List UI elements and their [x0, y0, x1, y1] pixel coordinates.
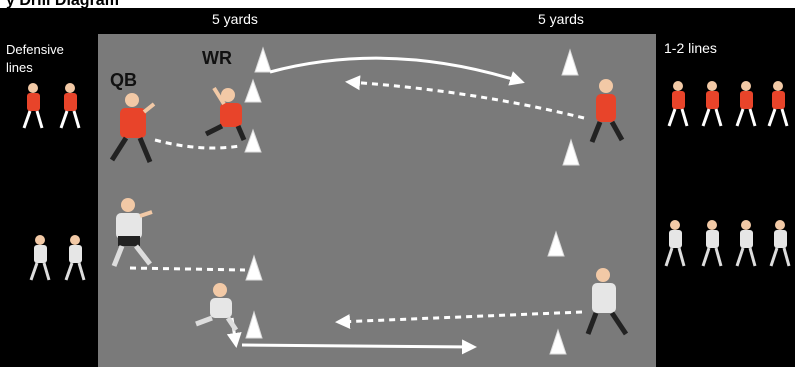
wr-label: WR — [202, 48, 232, 68]
return-arrow-bottom — [335, 310, 583, 330]
defender-red-right — [589, 79, 625, 143]
right-white-players — [664, 220, 791, 267]
pass-line-top — [154, 138, 241, 150]
cone-5 — [562, 138, 580, 166]
route-arc-arrow — [269, 56, 525, 86]
left-red-players — [22, 83, 81, 129]
cone-1 — [254, 46, 272, 73]
top-band — [98, 8, 656, 34]
wr-white-player — [195, 283, 239, 332]
yards-label-left: 5 yards — [212, 11, 258, 27]
yards-label-right: 5 yards — [538, 11, 584, 27]
qb-red-player — [109, 93, 156, 163]
qb-white-player — [111, 198, 153, 267]
qb-label: QB — [110, 70, 137, 90]
cone-8 — [245, 310, 263, 339]
left-lines-label-2: lines — [6, 60, 33, 75]
left-lines-label-1: Defensive — [6, 42, 64, 57]
cone-9 — [549, 328, 567, 355]
right-red-players — [667, 81, 789, 127]
cone-3 — [244, 128, 262, 153]
left-sidebar — [0, 8, 98, 367]
field — [98, 34, 656, 367]
left-white-players — [29, 235, 86, 281]
right-lines-label: 1-2 lines — [664, 40, 717, 56]
defender-white-right — [585, 268, 629, 336]
cone-2 — [244, 78, 262, 103]
right-sidebar — [656, 8, 795, 367]
cone-4 — [561, 48, 579, 76]
wr-red-player — [204, 86, 247, 141]
route-arrow-bottom — [241, 339, 477, 355]
title-fragment: y Drill Diagram — [6, 0, 119, 9]
cone-6 — [547, 230, 565, 257]
cone-7 — [245, 254, 263, 281]
pass-line-bottom — [129, 266, 246, 272]
